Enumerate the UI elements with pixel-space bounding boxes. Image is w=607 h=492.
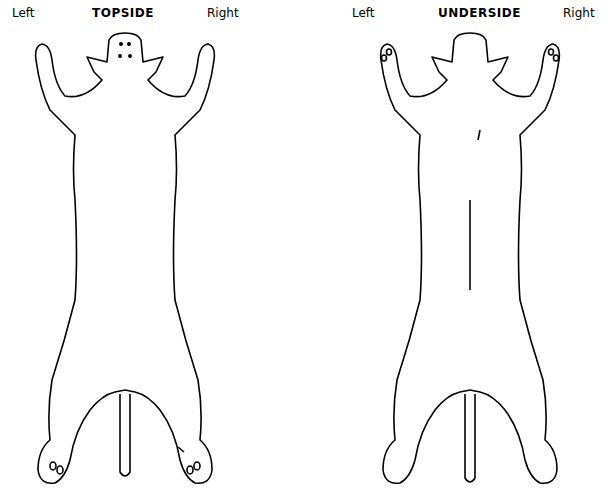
side-label: Right [207, 6, 239, 20]
underside-outline [381, 33, 560, 483]
side-label: Left [12, 6, 35, 20]
side-label: Left [352, 6, 375, 20]
side-label: Right [563, 6, 595, 20]
topside-outline [36, 33, 215, 483]
view-title: UNDERSIDE [438, 6, 521, 20]
view-title: TOPSIDE [92, 6, 154, 20]
